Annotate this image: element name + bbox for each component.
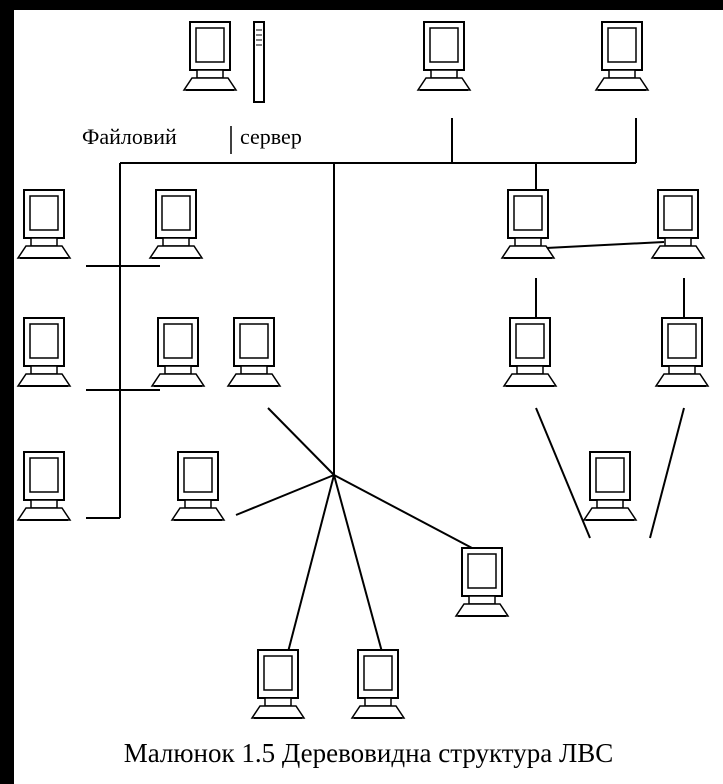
network-link <box>267 407 335 476</box>
monitor-stand <box>30 237 58 247</box>
computer-icon <box>594 21 650 91</box>
network-link <box>333 474 383 653</box>
monitor-stand <box>668 365 696 375</box>
keyboard-base <box>650 245 706 259</box>
monitor-screen <box>663 195 693 231</box>
monitor-screen <box>239 323 269 359</box>
keyboard-base <box>500 245 556 259</box>
keyboard-base <box>170 507 226 521</box>
computer-icon <box>16 317 72 387</box>
monitor-screen <box>467 553 497 589</box>
computer-icon <box>16 189 72 259</box>
computer-icon <box>454 547 510 617</box>
network-links <box>86 118 685 653</box>
monitor-screen <box>513 195 543 231</box>
computer-icon <box>150 317 206 387</box>
server-label-right: сервер <box>240 124 302 149</box>
server-tower-icon <box>253 21 265 103</box>
keyboard-base <box>226 373 282 387</box>
monitor-screen <box>607 27 637 63</box>
monitor-screen <box>363 655 393 691</box>
keyboard-base <box>582 507 638 521</box>
monitor-stand <box>468 595 496 605</box>
monitor-stand <box>364 697 392 707</box>
computers <box>16 21 710 719</box>
monitor-screen <box>183 457 213 493</box>
monitor-screen <box>263 655 293 691</box>
monitor-screen <box>29 323 59 359</box>
monitor-stand <box>664 237 692 247</box>
monitor-stand <box>596 499 624 509</box>
keyboard-base <box>16 245 72 259</box>
keyboard-base <box>454 603 510 617</box>
monitor-stand <box>196 69 224 79</box>
monitor-stand <box>516 365 544 375</box>
monitor-stand <box>240 365 268 375</box>
computer-icon <box>500 189 556 259</box>
computer-icon <box>502 317 558 387</box>
computer-icon <box>226 317 282 387</box>
monitor-screen <box>29 457 59 493</box>
keyboard-base <box>182 77 238 91</box>
monitor-stand <box>608 69 636 79</box>
computer-icon <box>16 451 72 521</box>
computer-icon <box>170 451 226 521</box>
monitor-stand <box>430 69 458 79</box>
keyboard-base <box>16 507 72 521</box>
computer-icon <box>650 189 706 259</box>
monitor-screen <box>195 27 225 63</box>
monitor-screen <box>161 195 191 231</box>
keyboard-base <box>416 77 472 91</box>
keyboard-base <box>250 705 306 719</box>
server-label-left: Файловий <box>82 124 177 149</box>
network-link <box>287 474 335 653</box>
network-link <box>235 474 335 516</box>
monitor-screen <box>667 323 697 359</box>
computer-icon <box>582 451 638 521</box>
monitor-stand <box>164 365 192 375</box>
keyboard-base <box>594 77 650 91</box>
computer-icon <box>416 21 472 91</box>
monitor-screen <box>29 195 59 231</box>
keyboard-base <box>654 373 710 387</box>
keyboard-base <box>502 373 558 387</box>
monitor-screen <box>515 323 545 359</box>
network-link <box>649 407 685 539</box>
monitor-screen <box>429 27 459 63</box>
network-link <box>535 407 591 539</box>
monitor-stand <box>184 499 212 509</box>
computer-icon <box>148 189 204 259</box>
monitor-stand <box>30 499 58 509</box>
computer-icon <box>182 21 265 103</box>
monitor-stand <box>264 697 292 707</box>
keyboard-base <box>350 705 406 719</box>
monitor-stand <box>162 237 190 247</box>
keyboard-base <box>16 373 72 387</box>
computer-icon <box>654 317 710 387</box>
keyboard-base <box>150 373 206 387</box>
network-link <box>545 241 665 249</box>
monitor-stand <box>514 237 542 247</box>
computer-icon <box>250 649 306 719</box>
monitor-screen <box>163 323 193 359</box>
keyboard-base <box>148 245 204 259</box>
computer-icon <box>350 649 406 719</box>
monitor-screen <box>595 457 625 493</box>
network-link <box>333 474 473 549</box>
monitor-stand <box>30 365 58 375</box>
figure-caption: Малюнок 1.5 Деревовидна структура ЛВС <box>123 738 614 768</box>
